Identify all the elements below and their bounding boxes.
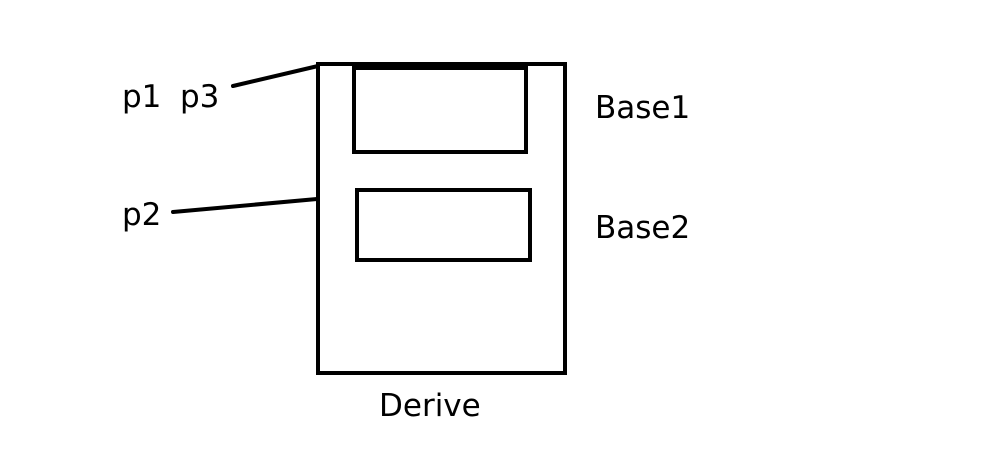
label-p3: p3 [180,79,219,115]
label-p1: p1 [122,79,161,115]
label-derive: Derive [379,388,481,424]
base1-subobject-box [352,65,528,154]
label-base2: Base2 [595,210,690,246]
base2-subobject-box [355,188,532,262]
pointer-p2-line [171,197,319,214]
label-p2: p2 [122,197,161,233]
pointer-p1-p3-line [231,64,320,88]
label-base1: Base1 [595,90,690,126]
